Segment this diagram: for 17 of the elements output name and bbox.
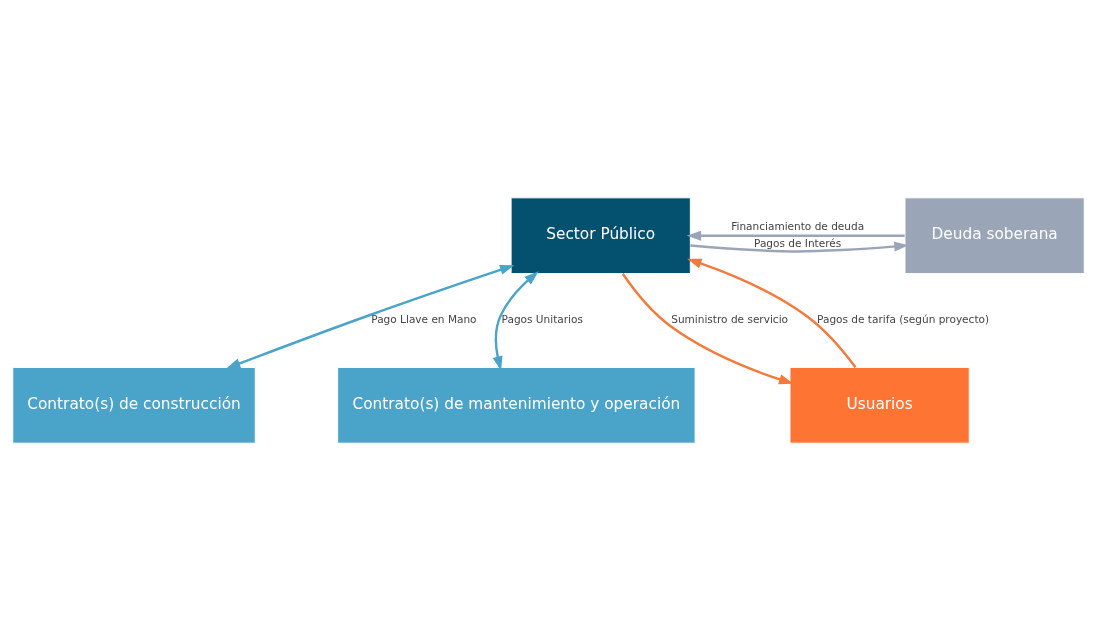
- edge-label: Pago Llave en Mano: [371, 313, 477, 326]
- arrow: [492, 271, 539, 371]
- node-box: Sector Público: [510, 197, 691, 275]
- node-box: Usuarios: [789, 366, 970, 444]
- arrow: [225, 265, 515, 369]
- node-box: Contrato(s) de construcción: [12, 366, 256, 444]
- arrow: [690, 241, 909, 253]
- arrow: [686, 230, 905, 241]
- edge-label: Pagos de Interés: [754, 237, 842, 249]
- arrow: [687, 258, 857, 369]
- arrow: [621, 273, 794, 385]
- edge-label: Pagos Unitarios: [501, 313, 583, 326]
- edge-label: Pagos de tarifa (según proyecto): [817, 313, 990, 326]
- node-box: Contrato(s) de mantenimiento y operación: [337, 366, 696, 444]
- edge-label: Suministro de servicio: [671, 313, 789, 326]
- edge-label: Financiamiento de deuda: [731, 219, 865, 232]
- node-box: Deuda soberana: [904, 197, 1085, 275]
